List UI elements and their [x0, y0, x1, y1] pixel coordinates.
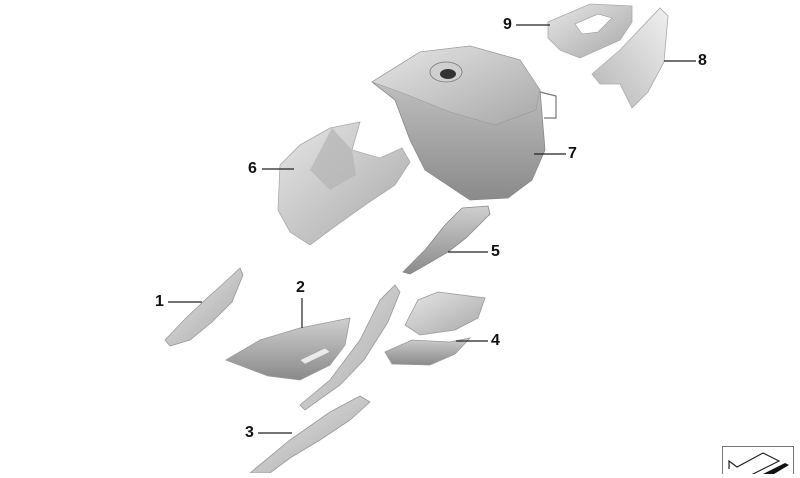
callout-8[interactable]: 8 — [698, 52, 707, 69]
callout-1[interactable]: 1 — [155, 293, 164, 310]
callout-4[interactable]: 4 — [491, 332, 500, 349]
callout-7[interactable]: 7 — [568, 145, 577, 162]
part-9-top-frame-cover[interactable] — [547, 3, 633, 59]
callout-6[interactable]: 6 — [248, 160, 257, 177]
part-5-curved-side-trim[interactable] — [402, 205, 491, 275]
part-1-left-trim-strip[interactable] — [164, 267, 244, 347]
part-4-lower-bracket-cover[interactable] — [384, 291, 486, 366]
part-6-front-tank-cover[interactable] — [277, 121, 411, 246]
part-view-thumbnail-icon[interactable] — [722, 446, 794, 474]
part-8-rear-side-cover[interactable] — [591, 7, 669, 109]
part-3-lower-trim-strip[interactable] — [248, 395, 371, 474]
callout-2[interactable]: 2 — [296, 279, 305, 296]
callout-3[interactable]: 3 — [245, 424, 254, 441]
leader-lines — [168, 24, 696, 434]
callout-5[interactable]: 5 — [491, 243, 500, 260]
part-7-fuel-tank[interactable] — [371, 45, 557, 201]
callout-9[interactable]: 9 — [503, 16, 512, 33]
part-2-side-panel[interactable] — [225, 284, 401, 411]
